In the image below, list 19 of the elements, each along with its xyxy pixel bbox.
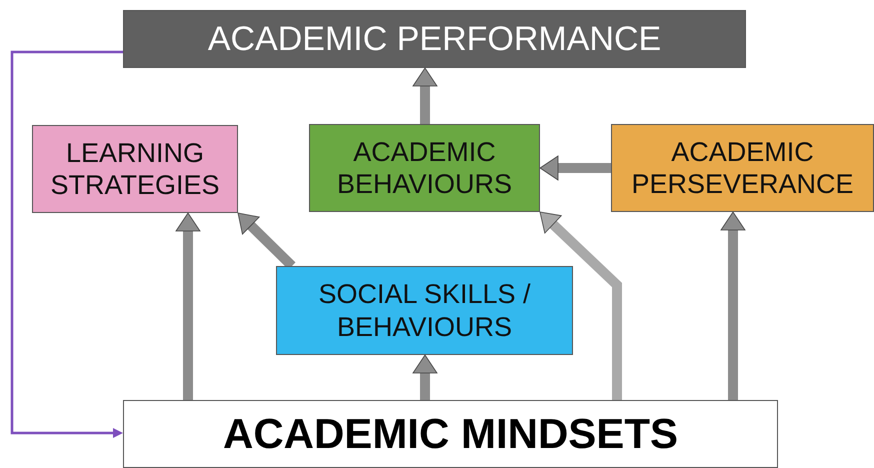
factor-box <box>276 266 573 355</box>
box-label: SOCIAL SKILLS / BEHAVIOURS <box>317 278 532 343</box>
box-label: ACADEMIC PERSEVERANCE <box>630 136 855 200</box>
foundation-box <box>123 400 778 468</box>
outcome-box <box>123 10 746 68</box>
block-arrow <box>720 212 746 400</box>
box-label: ACADEMIC MINDSETS <box>222 408 678 459</box>
box-label: LEARNING STRATEGIES <box>49 136 221 202</box>
block-arrow <box>540 156 611 180</box>
factor-box <box>611 124 874 212</box>
factor-box <box>309 124 540 212</box>
factor-box <box>32 125 238 213</box>
block-arrow <box>412 354 438 400</box>
box-label: ACADEMIC PERFORMANCE <box>208 18 662 60</box>
block-arrow <box>176 212 200 400</box>
box-label: ACADEMIC BEHAVIOURS <box>336 136 514 200</box>
arrow <box>10 50 123 438</box>
block-arrow <box>540 212 622 400</box>
block-arrow <box>412 68 438 124</box>
